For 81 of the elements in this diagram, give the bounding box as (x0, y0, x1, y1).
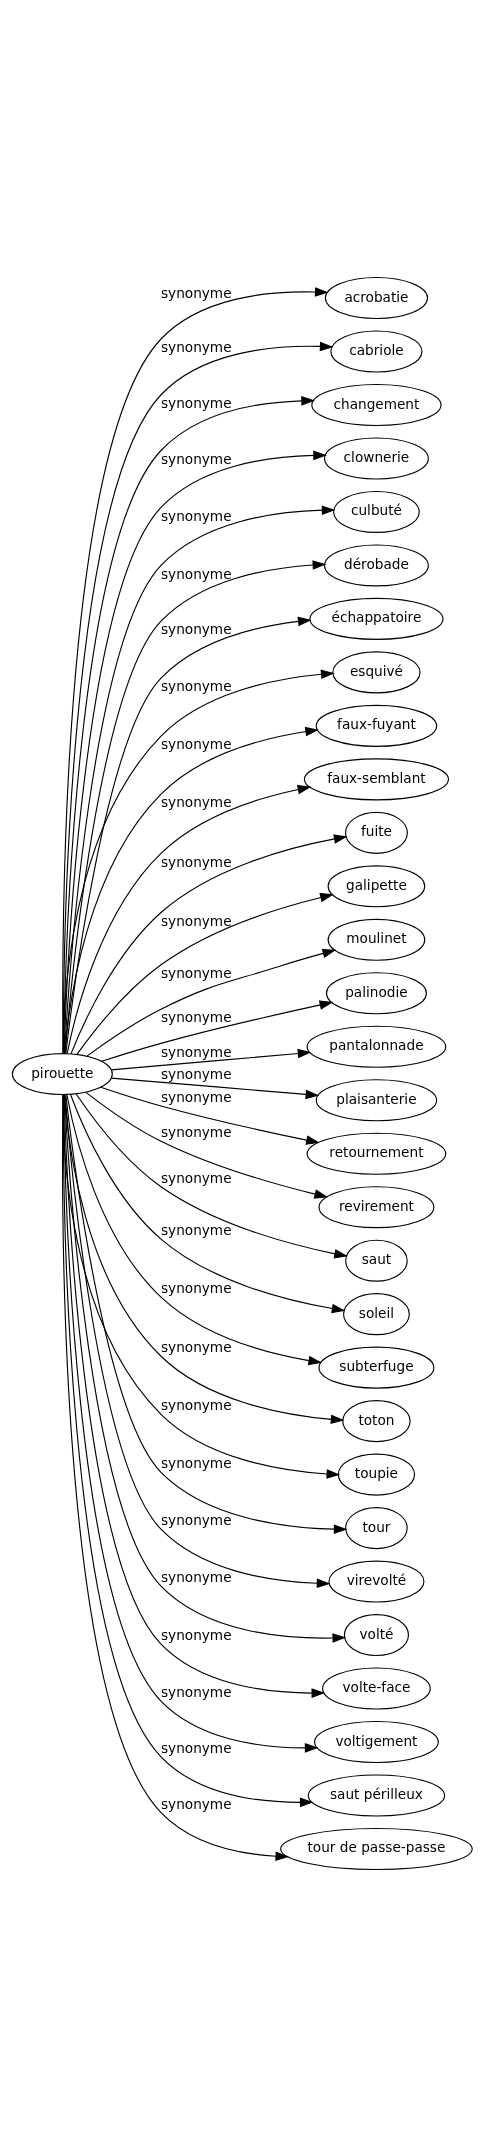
node-ellipse: faux-fuyant (315, 704, 438, 747)
node-ellipse: subterfuge (318, 1346, 435, 1389)
node-ellipse: pantalonnade (306, 1025, 447, 1068)
arrow (75, 1093, 348, 1259)
edge-label: synonyme (160, 853, 232, 870)
edge-label: synonyme (160, 1455, 232, 1472)
arrow (110, 1048, 312, 1071)
arrow (85, 1091, 329, 1199)
edge-label: synonyme (160, 794, 232, 811)
edge-label: synonyme (160, 1089, 232, 1106)
edge-label: synonyme (160, 450, 232, 467)
node-ellipse: clownerie (323, 437, 429, 480)
node-ellipse: virevolté (328, 1560, 425, 1603)
edge-label: synonyme (160, 1684, 232, 1701)
arrow (64, 1094, 331, 1589)
arrow (62, 1094, 290, 1861)
edge-label: synonyme (160, 1280, 232, 1297)
edge-label: synonyme (160, 339, 232, 356)
node-ellipse: faux-semblant (303, 758, 450, 801)
node-ellipse: dérobade (323, 544, 429, 587)
edge-label: synonyme (160, 1512, 232, 1529)
node-ellipse: tour (345, 1507, 408, 1550)
node-ellipse: revirement (318, 1186, 435, 1229)
arrow (65, 1094, 348, 1534)
node-ellipse: saut périlleux (307, 1774, 446, 1817)
edge-label: synonyme (160, 965, 232, 982)
edge-label: synonyme (160, 1569, 232, 1586)
node-ellipse: tour de passe-passe (280, 1827, 473, 1870)
arrow (62, 1094, 341, 1479)
arrow (76, 892, 334, 1055)
arrow (86, 948, 337, 1057)
node-ellipse: palinodie (325, 972, 427, 1015)
arrow (110, 1077, 320, 1100)
edge-label: synonyme (160, 565, 232, 582)
edge-label: synonyme (160, 1222, 232, 1239)
node-ellipse: saut (345, 1239, 408, 1282)
edge-label: synonyme (160, 1066, 232, 1083)
edge-label: synonyme (160, 1124, 232, 1141)
edge-label: synonyme (160, 1009, 232, 1026)
edge-label: synonyme (160, 394, 232, 411)
node-ellipse: acrobatie (324, 277, 429, 320)
edge-label: synonyme (160, 621, 232, 638)
arrow (66, 784, 312, 1054)
node-ellipse: soleil (343, 1293, 410, 1336)
arrow (62, 669, 335, 1054)
node-ellipse: fuite (344, 811, 408, 854)
edge-label: synonyme (160, 678, 232, 695)
node-ellipse: moulinet (327, 918, 426, 961)
edge-label: synonyme (160, 1627, 232, 1644)
edge-label: synonyme (160, 1397, 232, 1414)
node-ellipse: toupie (337, 1453, 416, 1496)
edge-label: synonyme (160, 1169, 232, 1186)
edge-label: synonyme (160, 912, 232, 929)
node-ellipse: toton (342, 1400, 411, 1443)
arrow (65, 616, 312, 1054)
edge-label: synonyme (160, 1043, 232, 1060)
node-ellipse: esquivé (332, 651, 421, 694)
node-ellipse: cabriole (330, 330, 423, 373)
arrow (64, 726, 319, 1054)
edge-label: synonyme (160, 507, 232, 524)
node-ellipse: échappatoire (309, 597, 444, 640)
arrow (100, 1086, 320, 1145)
node-ellipse: plaisanterie (315, 1079, 438, 1122)
arrow (63, 1094, 347, 1643)
node-ellipse: voltigement (314, 1720, 439, 1764)
node-ellipse: changement (311, 383, 442, 427)
edge-label: synonyme (160, 284, 232, 301)
arrow (101, 1000, 334, 1062)
node-ellipse: galipette (327, 865, 426, 908)
edge-label: synonyme (160, 1739, 232, 1756)
arrow (63, 1094, 345, 1425)
node-ellipse: culbuté (333, 490, 420, 533)
edge-label: synonyme (160, 736, 232, 753)
edge-label: synonyme (160, 1795, 232, 1812)
edge-label: synonyme (160, 1339, 232, 1356)
arrow (66, 1094, 323, 1366)
node-ellipse: volté (343, 1614, 410, 1657)
arrow (70, 834, 348, 1055)
node-ellipse: pirouette (11, 1053, 113, 1096)
node-ellipse: volte-face (322, 1667, 431, 1710)
arrow (70, 1094, 346, 1314)
